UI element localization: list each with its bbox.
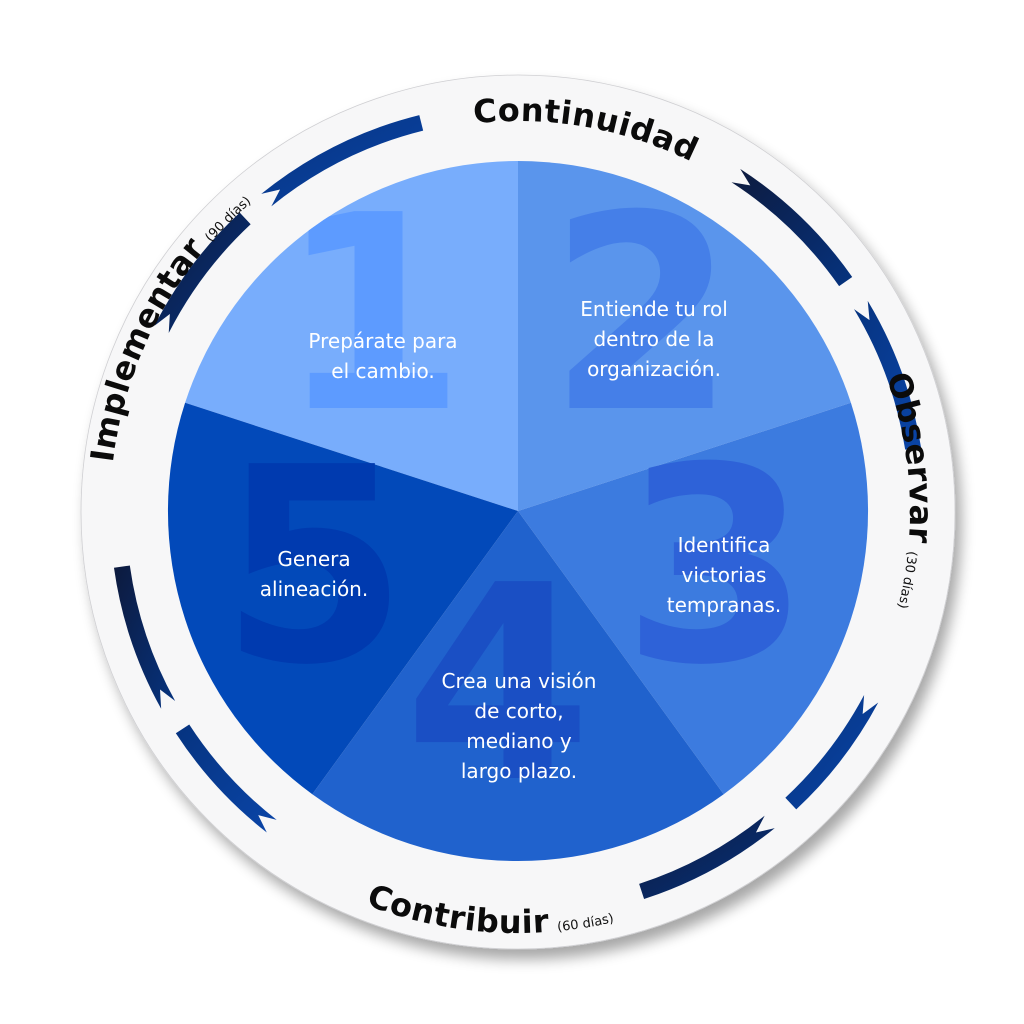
wedge-step-5 — [167, 402, 518, 795]
arrow-segment-icon — [113, 565, 176, 709]
step-number-5: 5 — [220, 409, 408, 724]
cycle-arrows — [113, 115, 921, 900]
pie-wedges — [167, 160, 869, 862]
step-number-3: 3 — [622, 409, 810, 724]
arrow-segment-icon — [639, 815, 775, 900]
arrow-segment-icon — [854, 300, 921, 450]
step-number-4: 4 — [404, 527, 592, 842]
arrow-segment-icon — [175, 724, 277, 833]
arrow-segment-icon — [785, 695, 879, 810]
wedge-step-2 — [518, 161, 851, 511]
arrow-segment-icon — [261, 115, 424, 207]
wedge-step-1 — [185, 160, 518, 511]
arrow-segment-icon — [731, 168, 853, 287]
wedge-step-3 — [518, 402, 869, 795]
arrow-segment-icon — [154, 212, 251, 334]
wedge-step-4 — [312, 511, 724, 862]
